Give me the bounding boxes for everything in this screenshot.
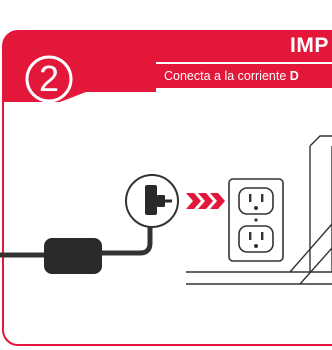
- header-title: IMP: [154, 30, 332, 62]
- step-number: 2: [38, 58, 60, 99]
- header-subtitle-lead: Conecta a la corriente: [164, 69, 287, 83]
- header-subtitle: Conecta a la corriente D: [154, 64, 332, 88]
- chevrons-right-icon: [186, 193, 225, 209]
- step-ring: [25, 55, 73, 103]
- wall-lines: [186, 135, 332, 285]
- header-subtitle-emph: D: [289, 69, 299, 83]
- wall-outlet-icon: [228, 178, 284, 262]
- power-adapter-icon: [0, 219, 153, 274]
- step-tab: [2, 30, 156, 102]
- plug-connector-icon: [125, 174, 179, 228]
- header-title-text: IMP: [290, 34, 329, 57]
